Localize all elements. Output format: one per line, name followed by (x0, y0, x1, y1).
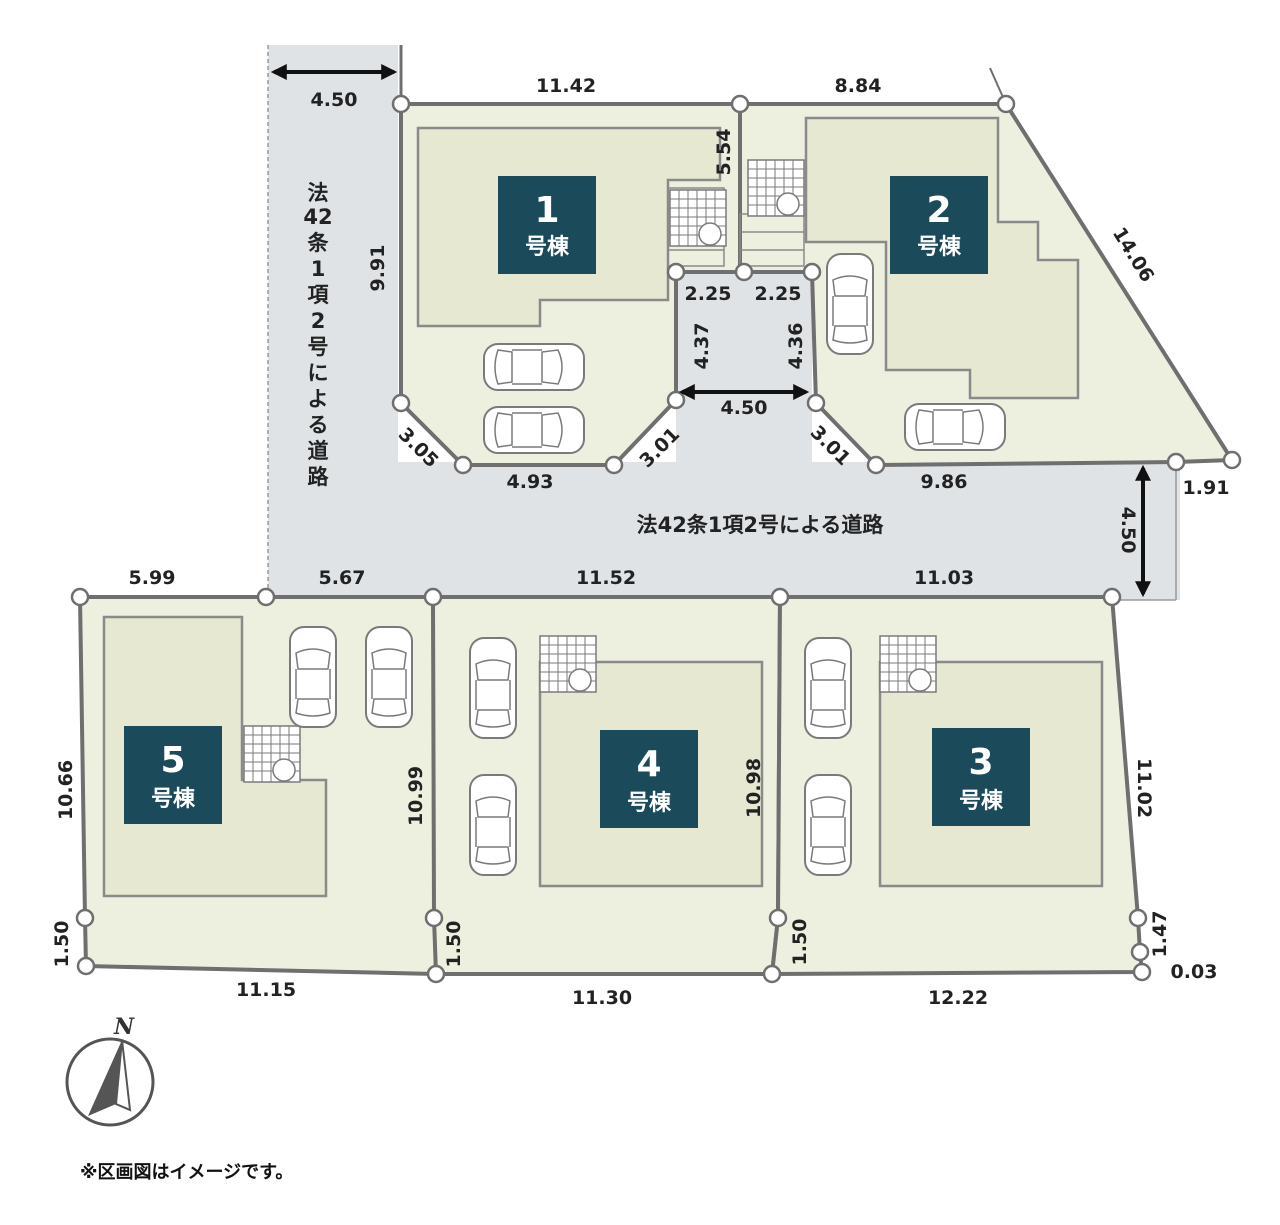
lot-2-label: 号棟 (917, 234, 962, 260)
dim-lot5-corner: 1.50 (51, 921, 73, 968)
lot-4-label: 号棟 (627, 790, 672, 816)
car-icon (804, 637, 852, 739)
roads (267, 45, 1180, 601)
dim-lot2-top: 8.84 (835, 75, 882, 97)
compass-north-label: N (113, 1014, 135, 1040)
lot-1-entrance-grid (669, 189, 727, 247)
dim-cul-right-top: 2.25 (755, 283, 802, 305)
lot-5-number: 5 (160, 740, 185, 781)
dim-lot3-corner-right: 1.47 (1149, 911, 1171, 958)
dim-lot5-left: 10.66 (55, 760, 77, 820)
dim-lot1-inner-right: 5.54 (713, 129, 735, 176)
road-label-char: 42 (303, 205, 332, 229)
road-label-char: 項 (308, 283, 330, 307)
boundary-markers (70, 94, 1242, 984)
dim-lot1-left: 9.91 (367, 245, 389, 292)
dim-cul-right-side: 4.36 (785, 323, 807, 370)
car-icon (289, 626, 337, 728)
dim-lot4-top: 11.52 (576, 567, 636, 589)
lot-3-number: 3 (968, 742, 993, 783)
road-label-char: 路 (308, 465, 330, 489)
lot-2-badge: 2 号棟 (890, 176, 988, 274)
road-label-char: に (308, 361, 329, 385)
lot-3-label: 号棟 (959, 788, 1004, 814)
dim-road-width-right: 4.50 (1117, 507, 1139, 554)
cul-de-sac (676, 268, 812, 468)
dim-lot3-right: 11.02 (1133, 758, 1155, 818)
lot-3-badge: 3 号棟 (932, 728, 1030, 826)
dimension-labels: 4.50 11.42 8.84 9.91 5.54 14.06 2.25 2.2… (51, 75, 1229, 1009)
dim-lot2-bottom: 9.86 (921, 471, 968, 493)
car-icon (469, 774, 517, 876)
dim-cul-width: 4.50 (721, 397, 768, 419)
lot-5-badge: 5 号棟 (124, 726, 222, 824)
vertical-road-label: 法 42 条 1 項 2 号 に よ る 道 路 (303, 181, 332, 489)
car-icon (826, 253, 874, 355)
lot-2-number: 2 (926, 190, 951, 231)
dim-lot4-corner: 1.50 (443, 921, 465, 968)
lot-4-number: 4 (636, 744, 661, 785)
lot-2-entrance-grid (747, 159, 805, 217)
disclaimer-note: ※区画図はイメージです。 (80, 1162, 294, 1183)
horizontal-road (268, 462, 1180, 600)
dim-road-width-top: 4.50 (311, 89, 358, 111)
lot-3-entrance-grid (879, 635, 937, 693)
dim-lot2-end: 1.91 (1183, 477, 1230, 499)
dim-lot3-bottom: 12.22 (928, 987, 988, 1009)
road-label-char: 1 (311, 257, 326, 281)
lot-5-entrance-grid (243, 725, 301, 783)
lot-1-badge: 1 号棟 (498, 176, 596, 274)
road-label-char: 2 (311, 309, 326, 333)
lot-4-badge: 4 号棟 (600, 730, 698, 828)
car-icon (483, 343, 585, 391)
lot-5-label: 号棟 (151, 786, 196, 812)
dim-lot4-right: 10.98 (743, 758, 765, 818)
dimension-arrows (270, 64, 1151, 598)
car-icon (483, 406, 585, 454)
dim-lot1-top: 11.42 (536, 75, 596, 97)
dim-lot1-bottom: 4.93 (507, 471, 554, 493)
road-label-char: 法 (308, 181, 329, 205)
dim-lot5-top-left: 5.99 (129, 567, 176, 589)
dim-lot3-top: 11.03 (914, 567, 974, 589)
dim-lot5-top-right: 5.67 (319, 567, 366, 589)
road-label-char: 条 (308, 231, 330, 255)
dim-lot3-corner-left: 1.50 (789, 919, 811, 966)
horizontal-road-label: 法42条1項2号による道路 (637, 513, 885, 537)
compass: N (65, 1014, 155, 1127)
dim-lot4-bottom: 11.30 (572, 987, 632, 1009)
compass-needle-icon (88, 1040, 122, 1116)
car-icon (365, 626, 413, 728)
car-icon (804, 774, 852, 876)
car-icon (904, 403, 1006, 451)
car-icon (469, 637, 517, 739)
dim-lot5-bottom: 11.15 (236, 979, 296, 1001)
dim-cul-left-top: 2.25 (685, 283, 732, 305)
dim-lot4-left: 10.99 (405, 766, 427, 826)
dim-lot3-tiny: 0.03 (1171, 961, 1218, 983)
road-label-char: 号 (308, 335, 329, 359)
lot-1-label: 号棟 (525, 234, 570, 260)
road-label-char: 道 (308, 439, 329, 463)
road-label-char: る (308, 413, 329, 437)
dim-cul-left-side: 4.37 (691, 323, 713, 370)
lot-4-entrance-grid (539, 635, 597, 693)
road-label-char: よ (308, 387, 329, 411)
lot-1-number: 1 (534, 190, 559, 231)
